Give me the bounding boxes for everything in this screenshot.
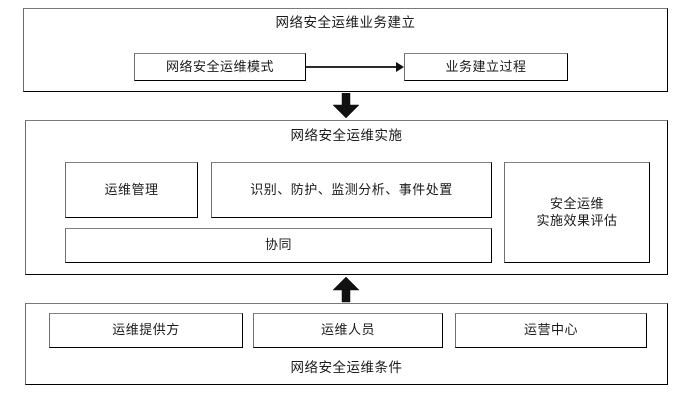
box-operation-mode <box>134 53 306 81</box>
box-service-provider <box>49 313 243 348</box>
box-effectiveness-assessment <box>504 162 650 263</box>
box-operation-management-label: 运维管理 <box>104 182 159 198</box>
box-establishment-process <box>404 53 568 81</box>
box-service-provider-label: 运维提供方 <box>112 323 180 338</box>
section-conditions-title: 网络安全运维条件 <box>290 359 403 376</box>
mode-to-process-arrow-line <box>306 66 397 68</box>
box-operation-mode-label: 网络安全运维模式 <box>165 59 274 75</box>
mode-to-process-arrow-head <box>396 62 404 72</box>
section-business-establishment-title: 网络安全运维业务建立 <box>275 14 416 31</box>
box-collaboration-label: 协同 <box>264 238 292 253</box>
box-operations-center-label: 运营中心 <box>523 323 578 338</box>
box-effectiveness-assessment-label: 安全运维 实施效果评估 <box>536 196 618 229</box>
box-identify-protect-monitor-respond <box>211 162 492 218</box>
box-operations-center <box>455 313 647 348</box>
box-operation-management <box>65 162 198 218</box>
section-implementation-title: 网络安全运维实施 <box>290 127 403 144</box>
box-collaboration <box>65 228 492 263</box>
box-personnel-label: 运维人员 <box>320 323 375 338</box>
block-arrow-up-icon <box>332 277 360 303</box>
box-identify-protect-monitor-respond-label: 识别、防护、监测分析、事件处置 <box>250 182 453 198</box>
box-establishment-process-label: 业务建立过程 <box>445 59 527 75</box>
block-arrow-down-icon <box>332 93 360 119</box>
box-personnel <box>253 313 443 348</box>
